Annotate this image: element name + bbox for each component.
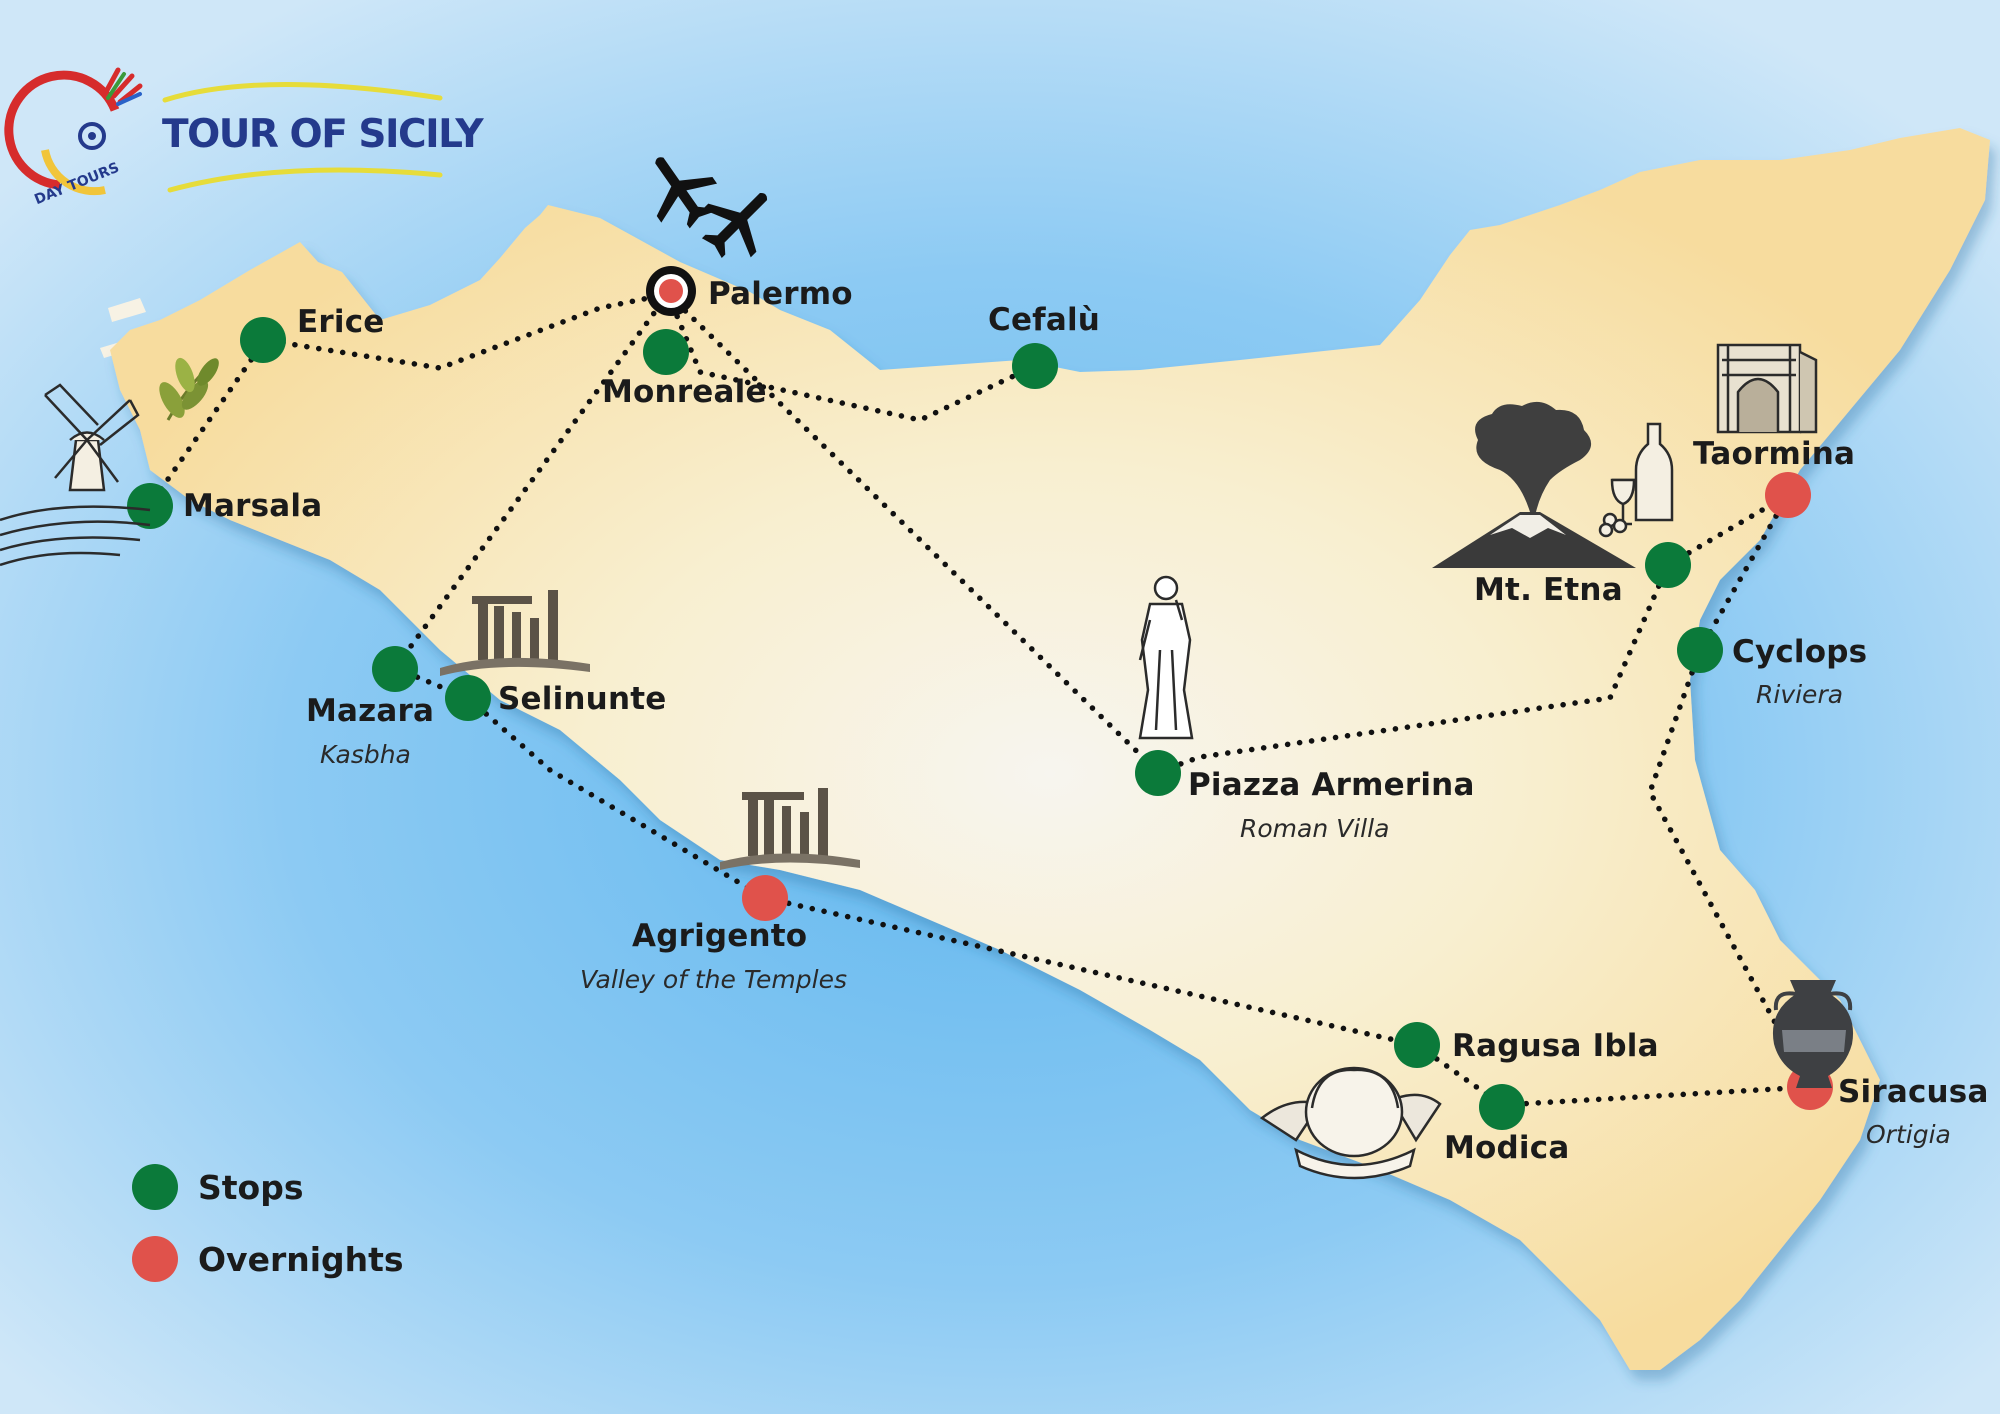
- overnight-markers: [646, 266, 1833, 1110]
- route-erice-marsala: [147, 337, 268, 508]
- route-palermo-cefalu: [665, 291, 1038, 423]
- route-palermo-mazara: [392, 291, 671, 671]
- route-cyclops-siracusa: [1647, 647, 1813, 1090]
- brand-logo-icon: [4, 67, 143, 196]
- route-agrigento-ragusa: [762, 895, 1420, 1048]
- marker-marsala[interactable]: [127, 483, 173, 529]
- route-etna-taormina: [1665, 492, 1791, 568]
- route-selinunte-agrigento: [465, 695, 768, 901]
- label-mazara-subtitle: Kasbha: [320, 740, 411, 769]
- cherub-icon: [1259, 1066, 1442, 1180]
- route-palermo-piazza: [665, 291, 1161, 775]
- greek-temple-icon: [720, 788, 860, 870]
- label-cyclops: Cyclops: [1732, 634, 1868, 670]
- marker-selinunte[interactable]: [445, 675, 491, 721]
- label-piazza-armerina: Piazza Armerina: [1188, 767, 1475, 803]
- marker-taormina[interactable]: [1765, 472, 1811, 518]
- label-modica: Modica: [1444, 1130, 1570, 1166]
- label-mazara: Mazara: [306, 693, 435, 729]
- legend-stops-label: Stops: [198, 1167, 304, 1207]
- label-taormina: Taormina: [1693, 436, 1856, 472]
- marker-piazza-armerina[interactable]: [1135, 750, 1181, 796]
- marker-erice[interactable]: [240, 317, 286, 363]
- marker-etna[interactable]: [1645, 542, 1691, 588]
- marker-cefalu[interactable]: [1012, 343, 1058, 389]
- greek-vase-icon: [1772, 980, 1854, 1088]
- label-siracusa-subtitle: Ortigia: [1866, 1120, 1951, 1149]
- olive-branch-icon: [159, 357, 219, 421]
- marker-agrigento[interactable]: [742, 875, 788, 921]
- label-marsala: Marsala: [183, 488, 323, 524]
- label-erice: Erice: [297, 304, 385, 340]
- egadi-islet: [108, 298, 146, 322]
- label-selinunte: Selinunte: [498, 681, 667, 717]
- label-etna: Mt. Etna: [1474, 572, 1623, 608]
- label-piazza-armerina-subtitle: Roman Villa: [1240, 814, 1390, 843]
- legend-stops-swatch: [132, 1164, 178, 1210]
- marker-cyclops[interactable]: [1677, 627, 1723, 673]
- legend-overnights: Overnights: [132, 1236, 404, 1282]
- wine-icon: [1598, 422, 1674, 538]
- ruins-arch-icon: [1716, 343, 1818, 434]
- stop-markers: [127, 317, 1723, 1130]
- label-agrigento: Agrigento: [632, 918, 808, 954]
- windmill-icon: [0, 383, 151, 567]
- legend-overnights-swatch: [132, 1236, 178, 1282]
- label-palermo: Palermo: [708, 276, 853, 312]
- marker-palermo[interactable]: [646, 266, 696, 316]
- label-ragusa: Ragusa Ibla: [1452, 1028, 1659, 1064]
- statue-icon: [1138, 575, 1194, 740]
- legend-overnights-label: Overnights: [198, 1239, 404, 1279]
- volcano-icon: [1432, 401, 1636, 568]
- label-siracusa: Siracusa: [1838, 1074, 1989, 1110]
- greek-temple-icon: [440, 590, 590, 676]
- brand-swoosh: [162, 81, 443, 193]
- route-palermo-erice: [262, 291, 671, 371]
- label-cefalu: Cefalù: [988, 302, 1101, 338]
- label-monreale: Monreale: [602, 374, 767, 410]
- brand-title: TOUR OF SICILY: [162, 112, 484, 157]
- marker-mazara[interactable]: [372, 646, 418, 692]
- marker-ragusa[interactable]: [1394, 1022, 1440, 1068]
- legend-stops: Stops: [132, 1164, 303, 1210]
- marker-monreale[interactable]: [643, 329, 689, 375]
- airplane-icon: [655, 157, 768, 259]
- label-cyclops-subtitle: Riviera: [1756, 680, 1844, 709]
- marker-modica[interactable]: [1479, 1084, 1525, 1130]
- label-agrigento-subtitle: Valley of the Temples: [580, 965, 847, 994]
